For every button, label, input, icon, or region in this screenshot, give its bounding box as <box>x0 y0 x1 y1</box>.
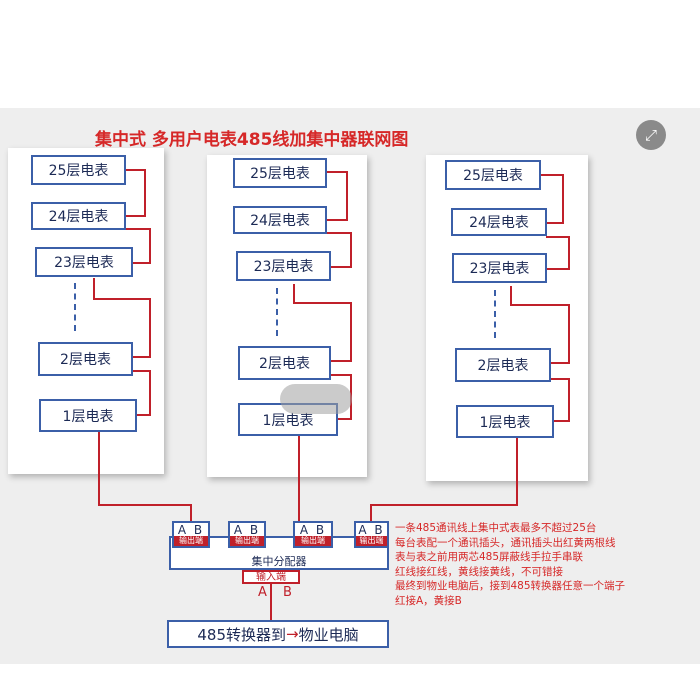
port-label: 输出端 <box>174 536 208 546</box>
converter-text-right: 物业电脑 <box>298 625 359 644</box>
meter-box-floor-2: 2层电表 <box>238 346 331 380</box>
chain-wire <box>510 286 512 306</box>
chain-wire <box>550 362 570 364</box>
chain-wire <box>330 266 352 268</box>
note-line: 红接A，黄接B <box>395 594 462 607</box>
chain-wire <box>149 228 151 262</box>
distribution-hub: 集中分配器 <box>169 536 389 570</box>
chain-wire <box>568 236 570 268</box>
chain-wire <box>550 378 570 380</box>
chain-wire <box>337 418 352 420</box>
meter-box-floor-2: 2层电表 <box>455 348 551 382</box>
note-line: 每台表配一个通讯插头，通讯插头出红黄两根线 <box>395 536 616 549</box>
port-ab-label: A B <box>233 523 261 537</box>
meter-box-floor-23: 23层电表 <box>236 251 331 281</box>
chain-wire <box>568 304 570 362</box>
expand-icon[interactable]: ⤢ <box>636 120 666 150</box>
port-label: 输出端 <box>356 536 387 546</box>
diagram-title: 集中式 多用户电表485线加集中器联网图 <box>95 130 409 150</box>
chain-wire <box>562 174 564 222</box>
chain-wire <box>350 302 352 360</box>
trunk-wire-1 <box>98 504 192 506</box>
chain-wire <box>346 171 348 219</box>
chain-wire <box>132 370 151 372</box>
continuation-dots <box>494 290 496 338</box>
wiring-notes: 一条485通讯线上集中式表最多不超过25台 每台表配一个通讯插头，通讯插头出红黄… <box>395 521 685 608</box>
chain-wire <box>125 215 146 217</box>
chain-wire <box>149 298 151 356</box>
chain-wire <box>326 171 348 173</box>
chain-wire <box>330 360 352 362</box>
meter-box-floor-23: 23层电表 <box>35 247 133 277</box>
chain-wire <box>93 278 95 300</box>
input-port: 输入端 <box>242 570 300 584</box>
chain-wire <box>546 222 564 224</box>
port-ab-label: A B <box>177 523 205 537</box>
chain-wire <box>293 284 295 304</box>
meter-box-floor-25: 25层电表 <box>445 160 541 190</box>
chain-wire <box>149 370 151 416</box>
meter-box-floor-23: 23层电表 <box>452 253 547 283</box>
chain-wire <box>546 236 570 238</box>
port-ab-label: A B <box>358 523 385 537</box>
converter-box: 485转换器到 → 物业电脑 <box>167 620 389 648</box>
meter-box-floor-1: 1层电表 <box>39 399 137 432</box>
chain-wire <box>136 414 151 416</box>
meter-box-floor-24: 24层电表 <box>31 202 126 230</box>
output-port-2: A B 输出端 <box>228 521 266 548</box>
meter-box-floor-1: 1层电表 <box>456 405 554 438</box>
trunk-wire-3 <box>516 438 518 506</box>
continuation-dots <box>276 288 278 336</box>
chain-wire <box>568 378 570 422</box>
port-label: 输出端 <box>295 536 331 546</box>
chain-wire <box>144 169 146 215</box>
output-port-3: A B 输出端 <box>293 521 333 548</box>
arrow-icon: → <box>286 625 299 643</box>
port-ab-label: A B <box>299 523 327 537</box>
note-line: 一条485通讯线上集中式表最多不超过25台 <box>395 522 597 534</box>
trunk-wire-1 <box>190 504 192 522</box>
chain-wire <box>132 356 151 358</box>
chain-wire <box>125 228 151 230</box>
chain-wire <box>350 232 352 266</box>
chain-wire <box>540 174 564 176</box>
trunk-wire-1 <box>98 432 100 506</box>
chain-wire <box>132 262 151 264</box>
chain-wire <box>330 374 352 376</box>
watermark-overlay <box>280 384 352 414</box>
port-label: 输出端 <box>230 536 264 546</box>
chain-wire <box>326 232 352 234</box>
output-port-4: A B 输出端 <box>354 521 389 548</box>
hub-label: 集中分配器 <box>251 555 307 568</box>
chain-wire <box>546 268 570 270</box>
converter-text-left: 485转换器到 <box>197 625 287 644</box>
meter-box-floor-25: 25层电表 <box>233 158 327 188</box>
note-line: 表与表之前用两芯485屏蔽线手拉手串联 <box>395 551 584 563</box>
trunk-wire-3 <box>370 504 372 522</box>
chain-wire <box>93 298 151 300</box>
meter-box-floor-25: 25层电表 <box>31 155 126 185</box>
chain-wire <box>510 304 570 306</box>
converter-wire <box>270 583 272 633</box>
chain-wire <box>553 420 570 422</box>
continuation-dots <box>74 283 76 331</box>
note-line: 最终到物业电脑后，接到485转换器任意一个端子 <box>395 580 626 592</box>
chain-wire <box>293 302 352 304</box>
meter-box-floor-2: 2层电表 <box>38 342 133 376</box>
chain-wire <box>125 169 146 171</box>
meter-box-floor-24: 24层电表 <box>233 206 327 234</box>
trunk-wire-3 <box>370 504 518 506</box>
output-port-1: A B 输出端 <box>172 521 210 548</box>
input-ab-label: A B <box>258 585 298 600</box>
trunk-wire-2 <box>298 436 300 522</box>
chain-wire <box>326 219 348 221</box>
note-line: 红线接红线，黄线接黄线，不可错接 <box>395 565 563 578</box>
meter-box-floor-24: 24层电表 <box>451 208 547 236</box>
